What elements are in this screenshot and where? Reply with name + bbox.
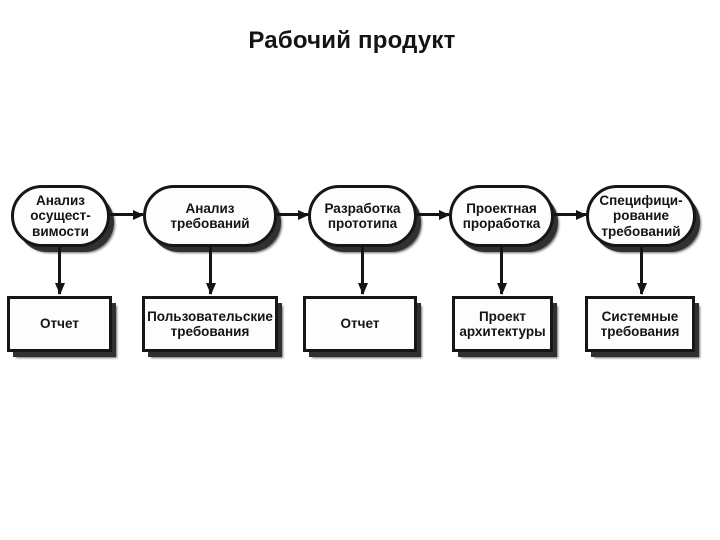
- product-label: Пользовательские требования: [147, 308, 273, 339]
- arrow-right-icon: [277, 213, 308, 216]
- stage-label: Разработка прототипа: [324, 200, 401, 231]
- product-label: Проект архитектуры: [459, 308, 546, 339]
- stage-prototype-development: Разработка прототипа: [308, 185, 417, 247]
- product-label: Отчет: [40, 316, 79, 332]
- page-title: Рабочий продукт: [248, 27, 456, 54]
- arrow-right-icon: [110, 213, 143, 216]
- product-system-requirements: Системные требования: [585, 296, 695, 352]
- stage-label: Проектная проработка: [462, 200, 541, 231]
- product-user-requirements: Пользовательские требования: [142, 296, 278, 352]
- arrow-down-icon: [58, 247, 61, 294]
- stage-requirements-analysis: Анализ требований: [143, 185, 277, 247]
- stage-label: Специфици- рование требований: [599, 193, 683, 239]
- product-label: Системные требования: [600, 308, 680, 339]
- arrow-down-icon: [361, 247, 364, 294]
- product-report-prototype: Отчет: [303, 296, 417, 352]
- product-label: Отчет: [340, 316, 380, 332]
- stage-label: Анализ осущест- вимости: [30, 193, 91, 239]
- stage-feasibility-analysis: Анализ осущест- вимости: [11, 185, 110, 247]
- arrow-down-icon: [500, 247, 503, 294]
- arrow-right-icon: [417, 213, 449, 216]
- arrow-down-icon: [640, 247, 643, 294]
- stage-label: Анализ требований: [170, 200, 250, 231]
- product-architecture-design: Проект архитектуры: [452, 296, 553, 352]
- arrow-down-icon: [209, 247, 212, 294]
- stage-requirements-specification: Специфици- рование требований: [586, 185, 696, 247]
- product-report-feasibility: Отчет: [7, 296, 112, 352]
- arrow-right-icon: [554, 213, 586, 216]
- stage-design-elaboration: Проектная проработка: [449, 185, 554, 247]
